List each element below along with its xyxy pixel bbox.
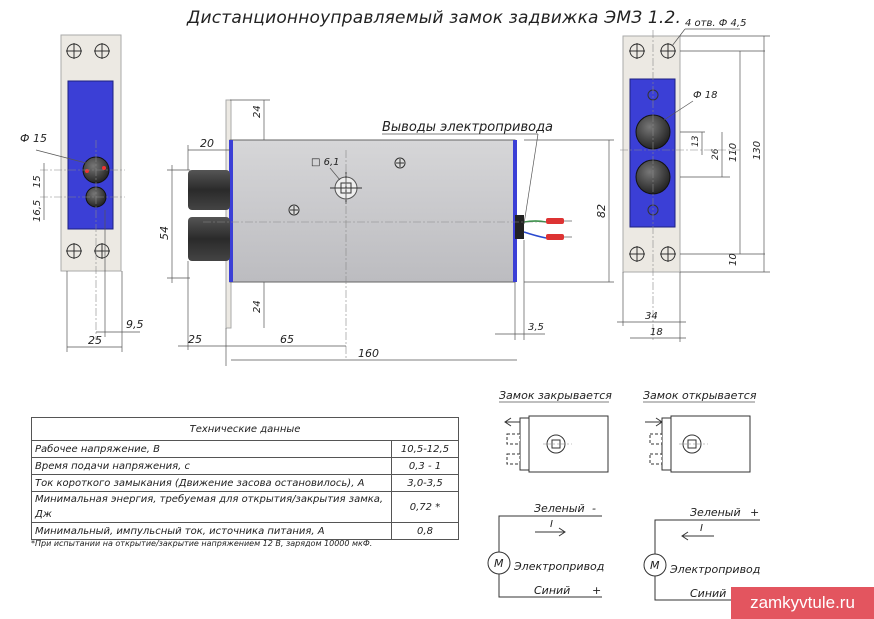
svg-text:130: 130: [752, 141, 763, 160]
svg-text:Зеленый: Зеленый: [690, 506, 741, 519]
svg-text:10: 10: [728, 253, 739, 266]
svg-text:Синий: Синий: [690, 587, 726, 600]
svg-text:24: 24: [252, 105, 263, 118]
svg-text:25: 25: [88, 334, 102, 347]
scheme-closing: Замок закрывается Зеленый - I M Электроп…: [487, 389, 612, 598]
svg-text:54: 54: [158, 226, 171, 240]
screw-icon: [288, 157, 406, 216]
svg-text:18: 18: [650, 327, 663, 338]
svg-text:25: 25: [188, 333, 202, 346]
svg-text:13: 13: [691, 135, 701, 147]
lock-body: [229, 139, 516, 283]
scheme-opening: Замок открывается Зеленый + I M Электроп…: [643, 389, 760, 601]
holes-label: 4 отв. Ф 4,5: [685, 18, 746, 29]
svg-text:M: M: [650, 559, 660, 572]
svg-text:34: 34: [645, 311, 658, 322]
watermark-badge[interactable]: zamkyvtule.ru: [731, 587, 874, 619]
svg-text:M: M: [494, 557, 504, 570]
scheme-closing-title: Замок закрывается: [499, 389, 612, 402]
spec-value: 0,72 *: [391, 491, 459, 523]
svg-text:26: 26: [711, 148, 721, 160]
mount-hole-icon: [629, 43, 676, 262]
table-row: Минимальный, импульсный ток, источника п…: [31, 522, 459, 540]
spec-param: Ток короткого замыкания (Движение засова…: [31, 474, 392, 492]
left-view: Ф 15 15 16,5 25 9,5: [20, 34, 144, 352]
svg-text:+: +: [750, 506, 759, 519]
center-view: □ 6,1 Выводы электропривода 24 24 20 54 …: [158, 99, 614, 366]
svg-text:Электропривод: Электропривод: [669, 563, 760, 576]
svg-text:16,5: 16,5: [32, 200, 43, 222]
svg-text:82: 82: [595, 204, 608, 218]
svg-text:110: 110: [728, 143, 739, 162]
svg-text:+: +: [592, 584, 601, 597]
spec-param: Минимальная энергия, требуемая для откры…: [31, 491, 392, 523]
spec-value: 0,8: [391, 522, 459, 540]
bolt-lower: [188, 217, 230, 261]
svg-text:-: -: [592, 502, 596, 515]
svg-text:24: 24: [252, 300, 263, 313]
specs-table: Технические данные Рабочее напряжение, В…: [31, 417, 459, 540]
spec-value: 3,0-3,5: [391, 474, 459, 492]
left-blue-body: [67, 80, 114, 230]
spec-param: Рабочее напряжение, В: [31, 440, 392, 458]
right-diameter-label: Ф 18: [693, 90, 718, 101]
table-row: Ток короткого замыкания (Движение засова…: [31, 474, 459, 492]
table-row: Время подачи напряжения, с 0,3 - 1: [31, 457, 459, 475]
svg-text:I: I: [550, 519, 553, 530]
svg-text:Синий: Синий: [534, 584, 570, 597]
outputs-label: Выводы электропривода: [382, 120, 553, 135]
svg-text:3,5: 3,5: [528, 322, 544, 333]
right-view: 4 отв. Ф 4,5 Ф 18 13 26 110 130 10 34 18: [617, 18, 770, 342]
specs-footnote: *При испытании на открытие/закрытие напр…: [31, 539, 373, 548]
spec-value: 10,5-12,5: [391, 440, 459, 458]
connector: [515, 215, 524, 239]
specs-header: Технические данные: [31, 417, 459, 441]
mount-hole-icon: [66, 43, 110, 259]
scheme-opening-title: Замок открывается: [643, 389, 757, 402]
spec-param: Минимальный, импульсный ток, источника п…: [31, 522, 392, 540]
square-label: □ 6,1: [311, 157, 340, 168]
left-diameter-label: Ф 15: [20, 132, 47, 145]
svg-text:15: 15: [32, 175, 43, 188]
spec-value: 0,3 - 1: [391, 457, 459, 475]
drawing-title: Дистанционноуправляемый замок задвижка Э…: [187, 8, 682, 28]
table-row: Минимальная энергия, требуемая для откры…: [31, 491, 459, 523]
spec-param: Время подачи напряжения, с: [31, 457, 392, 475]
svg-text:Электропривод: Электропривод: [513, 560, 604, 573]
svg-text:I: I: [700, 523, 703, 534]
right-blue-body: [629, 78, 676, 228]
svg-text:160: 160: [358, 347, 379, 360]
svg-text:65: 65: [280, 333, 294, 346]
svg-text:Зеленый: Зеленый: [534, 502, 585, 515]
svg-text:20: 20: [200, 137, 214, 150]
svg-text:9,5: 9,5: [126, 318, 144, 331]
bolt-upper: [188, 170, 230, 210]
table-row: Рабочее напряжение, В 10,5-12,5: [31, 440, 459, 458]
